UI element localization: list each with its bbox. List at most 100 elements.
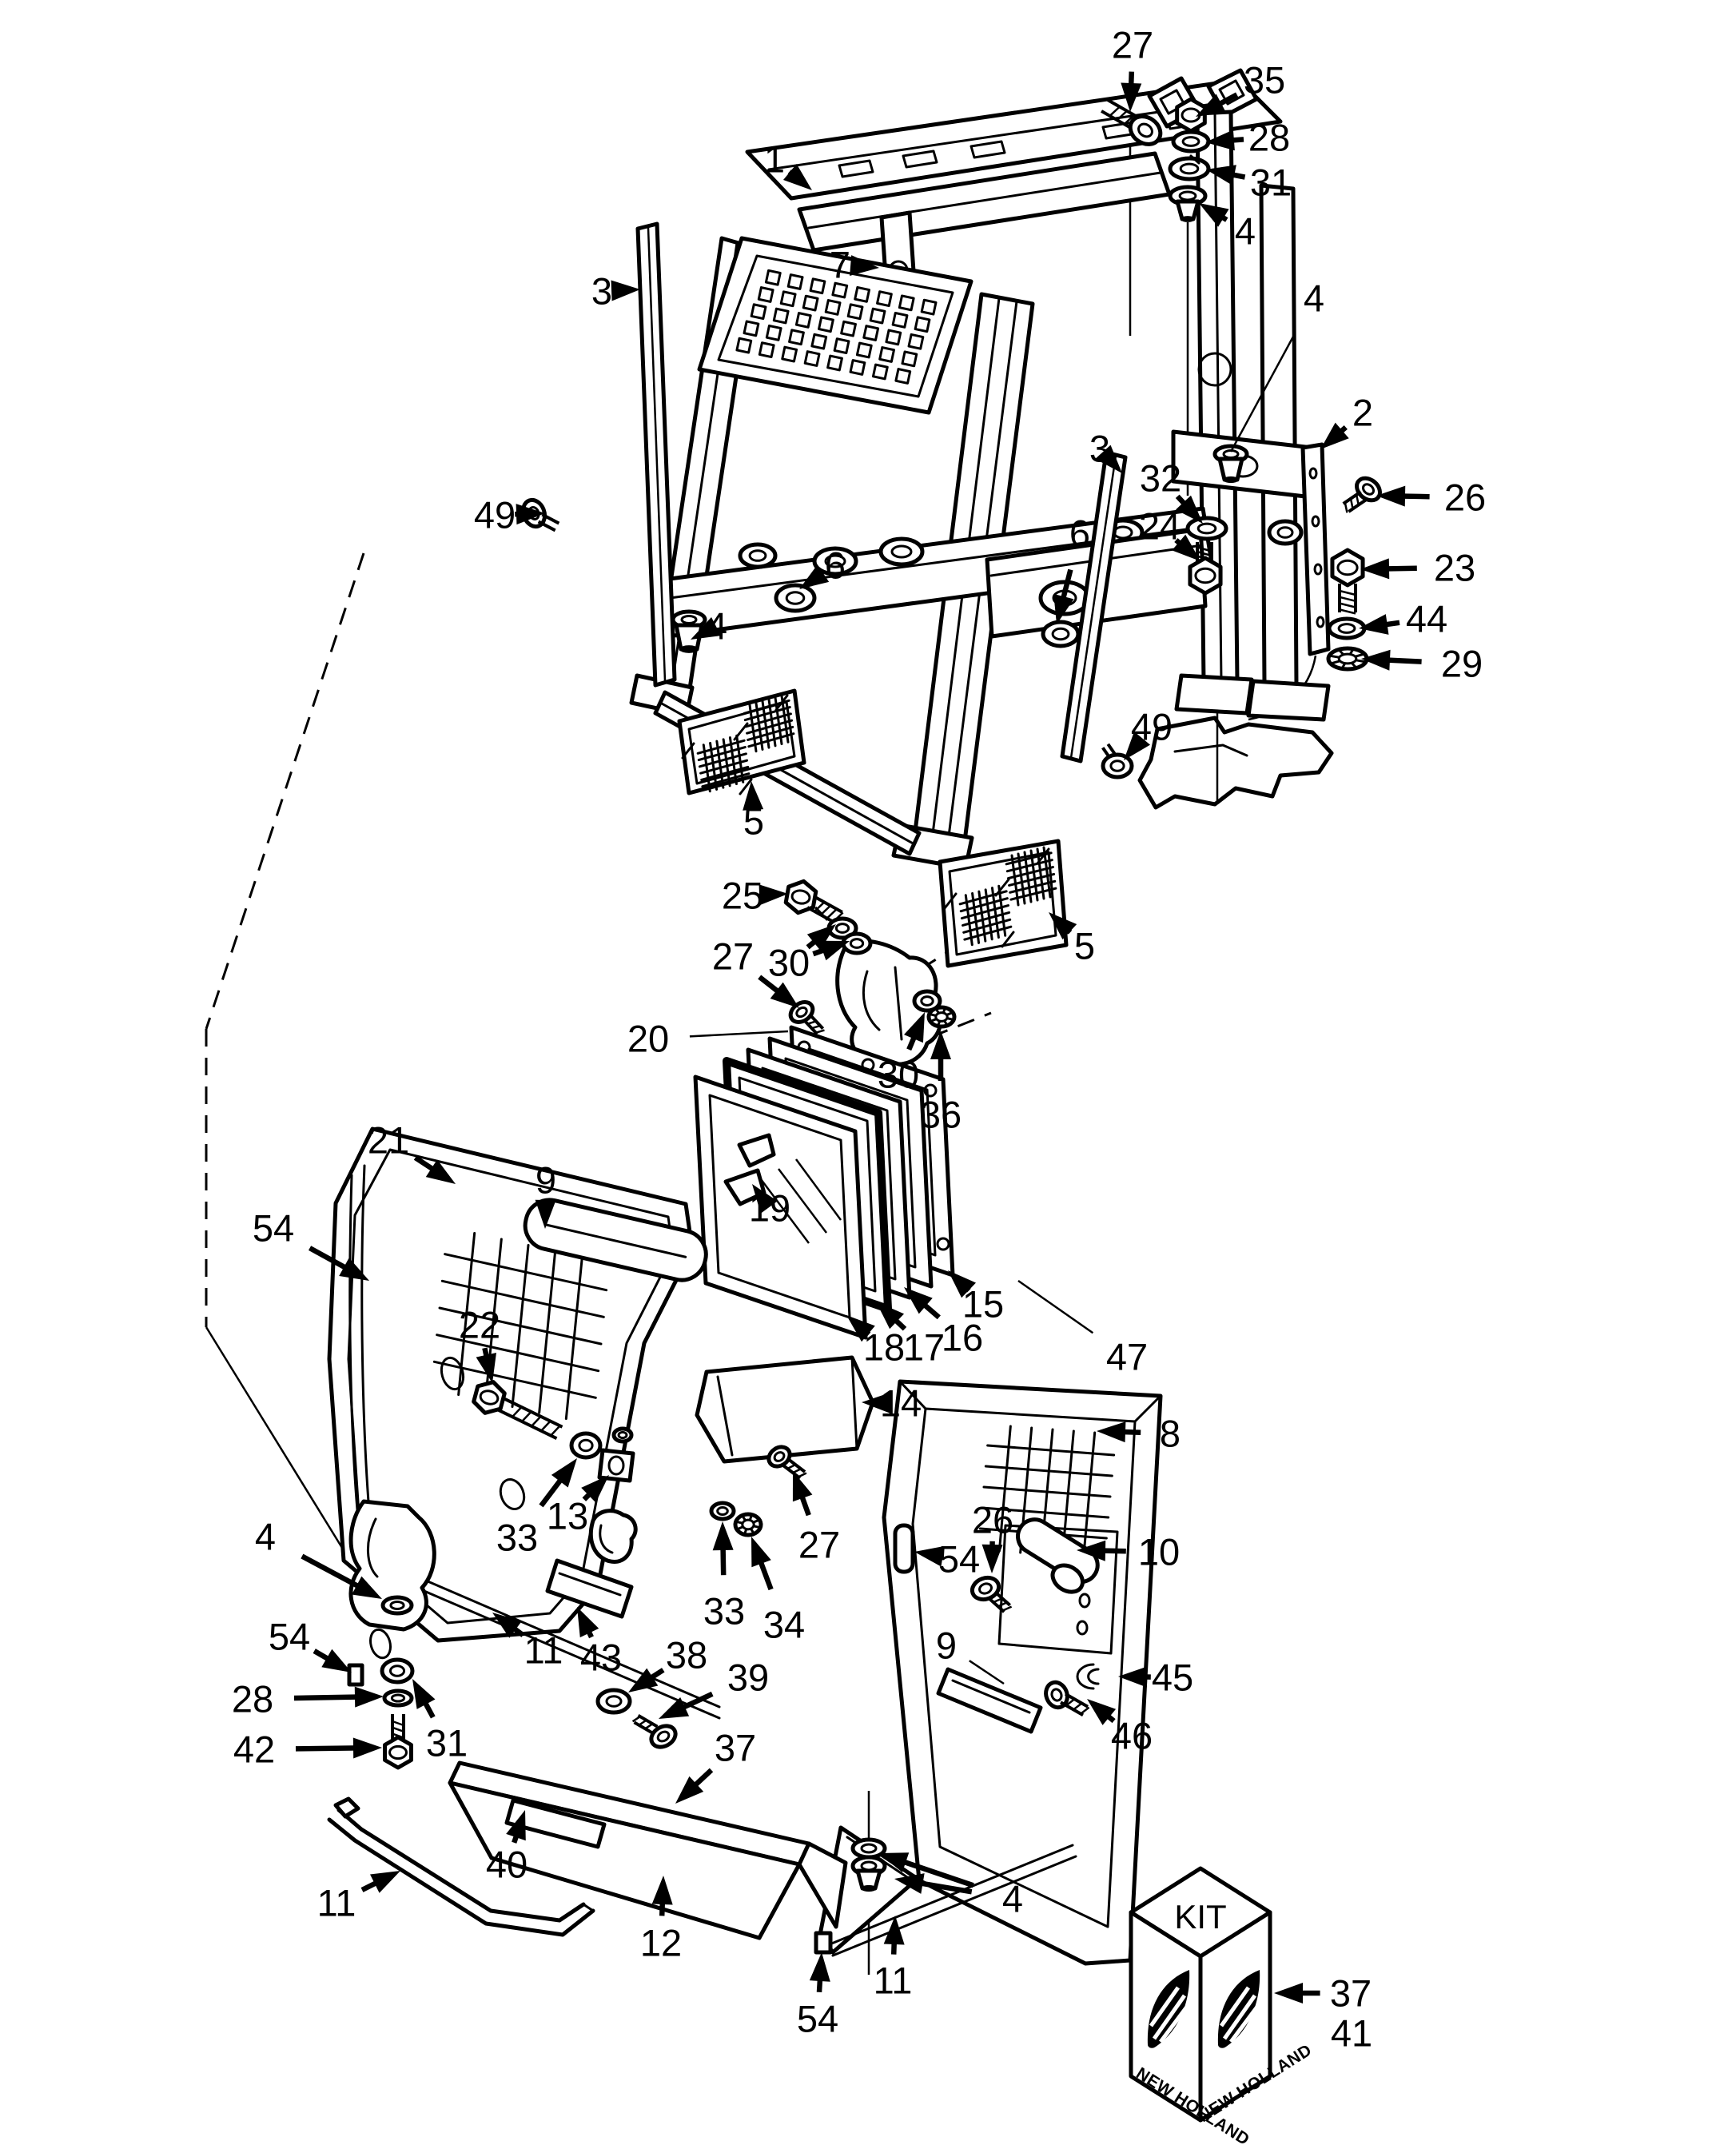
callout-27: 27 xyxy=(1112,24,1153,112)
callout-label-30: 30 xyxy=(878,1054,919,1096)
callout-label-40: 40 xyxy=(486,1844,528,1886)
callout-label-37: 37 xyxy=(1330,1972,1372,2015)
callout-label-45: 45 xyxy=(1152,1657,1193,1699)
callout-label-34: 34 xyxy=(763,1604,805,1646)
callout-label-21: 21 xyxy=(368,1119,409,1162)
callout-label-42: 42 xyxy=(233,1728,275,1771)
callout-label-27: 27 xyxy=(798,1524,840,1566)
callout-label-19: 19 xyxy=(749,1187,790,1230)
callout-label-17: 17 xyxy=(903,1326,945,1369)
callout-label-20: 20 xyxy=(627,1018,669,1060)
callout-11: 11 xyxy=(492,1613,563,1672)
callout-label-38: 38 xyxy=(666,1634,707,1677)
callout-label-3: 3 xyxy=(591,270,612,313)
callout-label-25: 25 xyxy=(722,875,763,917)
callout-5: 5 xyxy=(1049,912,1095,967)
callout-29: 29 xyxy=(1361,643,1483,685)
leaf-logo xyxy=(1147,1970,1191,2048)
callout-label-33: 33 xyxy=(496,1517,538,1559)
callout-4: 4 xyxy=(255,1516,382,1599)
callout-31: 31 xyxy=(412,1679,468,1764)
fasteners xyxy=(380,97,1382,1892)
callout-40: 40 xyxy=(486,1810,528,1886)
callout-label-11: 11 xyxy=(524,1629,563,1672)
callout-label-13: 13 xyxy=(547,1495,588,1537)
callout-1: 1 xyxy=(764,138,812,190)
latch-bumper xyxy=(588,1509,638,1564)
callout-47: 47 xyxy=(1017,1279,1148,1378)
callout-19: 19 xyxy=(749,1184,790,1230)
leaf-logo xyxy=(1217,1970,1261,2048)
callout-27: 27 xyxy=(712,935,799,1008)
callout-label-33: 33 xyxy=(703,1590,745,1633)
callout-label-2: 2 xyxy=(1352,392,1373,434)
callout-label-23: 23 xyxy=(1434,547,1475,589)
callout-4: 4 xyxy=(691,605,727,648)
callout-label-3: 3 xyxy=(1089,428,1110,470)
callout-31: 31 xyxy=(1206,161,1292,204)
right-panel-8 xyxy=(814,1379,1163,1966)
callout-33: 33 xyxy=(703,1521,745,1633)
callout-label-15: 15 xyxy=(962,1283,1004,1326)
callout-11: 11 xyxy=(317,1871,400,1924)
callout-label-36: 36 xyxy=(920,1094,962,1136)
callout-17: 17 xyxy=(876,1302,945,1369)
callout-label-27: 27 xyxy=(1112,24,1153,66)
callout-label-54: 54 xyxy=(938,1538,980,1581)
callout-label-6: 6 xyxy=(1069,512,1090,555)
callout-11: 11 xyxy=(874,1916,912,2002)
callout-label-18: 18 xyxy=(863,1326,905,1369)
callout-37: 37 xyxy=(1274,1972,1372,2015)
sill-strip-11 xyxy=(402,1569,721,1720)
callout-35: 35 xyxy=(1196,59,1285,117)
callout-label-22: 22 xyxy=(459,1304,500,1346)
callout-38: 38 xyxy=(628,1634,707,1692)
callout-6: 6 xyxy=(1053,512,1090,624)
callout-label-46: 46 xyxy=(1111,1715,1153,1757)
callout-label-5: 5 xyxy=(1074,925,1095,967)
callout-24: 24 xyxy=(1139,505,1200,561)
rubber-pad-43 xyxy=(545,1558,634,1619)
vent-panel-5-right xyxy=(938,839,1069,968)
callout-3: 3 xyxy=(591,270,640,313)
label-40 xyxy=(504,1798,607,1849)
callout-label-5: 5 xyxy=(743,800,764,843)
callout-label-32: 32 xyxy=(1140,457,1181,500)
callout-label-37: 37 xyxy=(715,1727,756,1769)
clip-nut-45 xyxy=(1076,1663,1100,1690)
callout-34: 34 xyxy=(751,1537,805,1646)
callout-label-14: 14 xyxy=(880,1382,922,1425)
latch-handle-10 xyxy=(1016,1517,1100,1594)
callout-32: 32 xyxy=(1140,457,1203,524)
callout-label-16: 16 xyxy=(942,1317,983,1359)
sill-strip-11 xyxy=(828,1844,1077,1957)
grab-handle-9 xyxy=(523,1198,708,1282)
callout-label-26: 26 xyxy=(972,1499,1013,1541)
callout-49: 49 xyxy=(474,494,545,536)
u-bracket-11 xyxy=(327,1796,595,1937)
callout-27: 27 xyxy=(792,1471,840,1566)
callout-label-11: 11 xyxy=(317,1882,356,1924)
callout-4: 4 xyxy=(1199,203,1256,253)
callout-label-9: 9 xyxy=(936,1625,957,1667)
callout-21: 21 xyxy=(368,1119,456,1184)
callout-label-30: 30 xyxy=(768,942,810,984)
callout-49: 49 xyxy=(1124,706,1173,760)
callout-label-35: 35 xyxy=(1244,59,1285,102)
trim-strip-3-left xyxy=(635,221,677,688)
callout-label-39: 39 xyxy=(727,1657,769,1699)
pin-54 xyxy=(347,1663,364,1687)
callout-8: 8 xyxy=(1097,1413,1181,1455)
callout-9: 9 xyxy=(535,1159,556,1229)
callout-28: 28 xyxy=(1205,117,1290,159)
callout-33: 33 xyxy=(496,1458,577,1559)
vent-panel-5-left xyxy=(677,688,806,795)
callout-16: 16 xyxy=(904,1287,983,1359)
callout-label-4: 4 xyxy=(1002,1878,1023,1920)
callout-30: 30 xyxy=(768,924,850,984)
kit-box: KIT NEW HOLLAND NEW HOLLAND xyxy=(1129,1866,1315,2149)
callout-42: 42 xyxy=(233,1728,382,1771)
